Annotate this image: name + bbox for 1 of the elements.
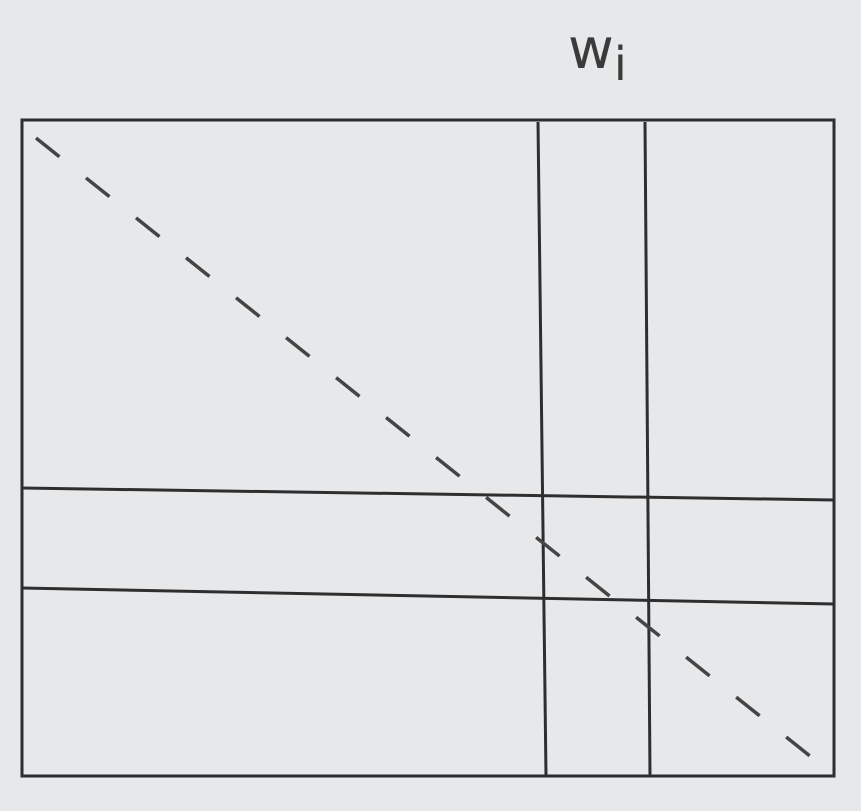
- matrix-label: w$_{i}$: [568, 22, 627, 89]
